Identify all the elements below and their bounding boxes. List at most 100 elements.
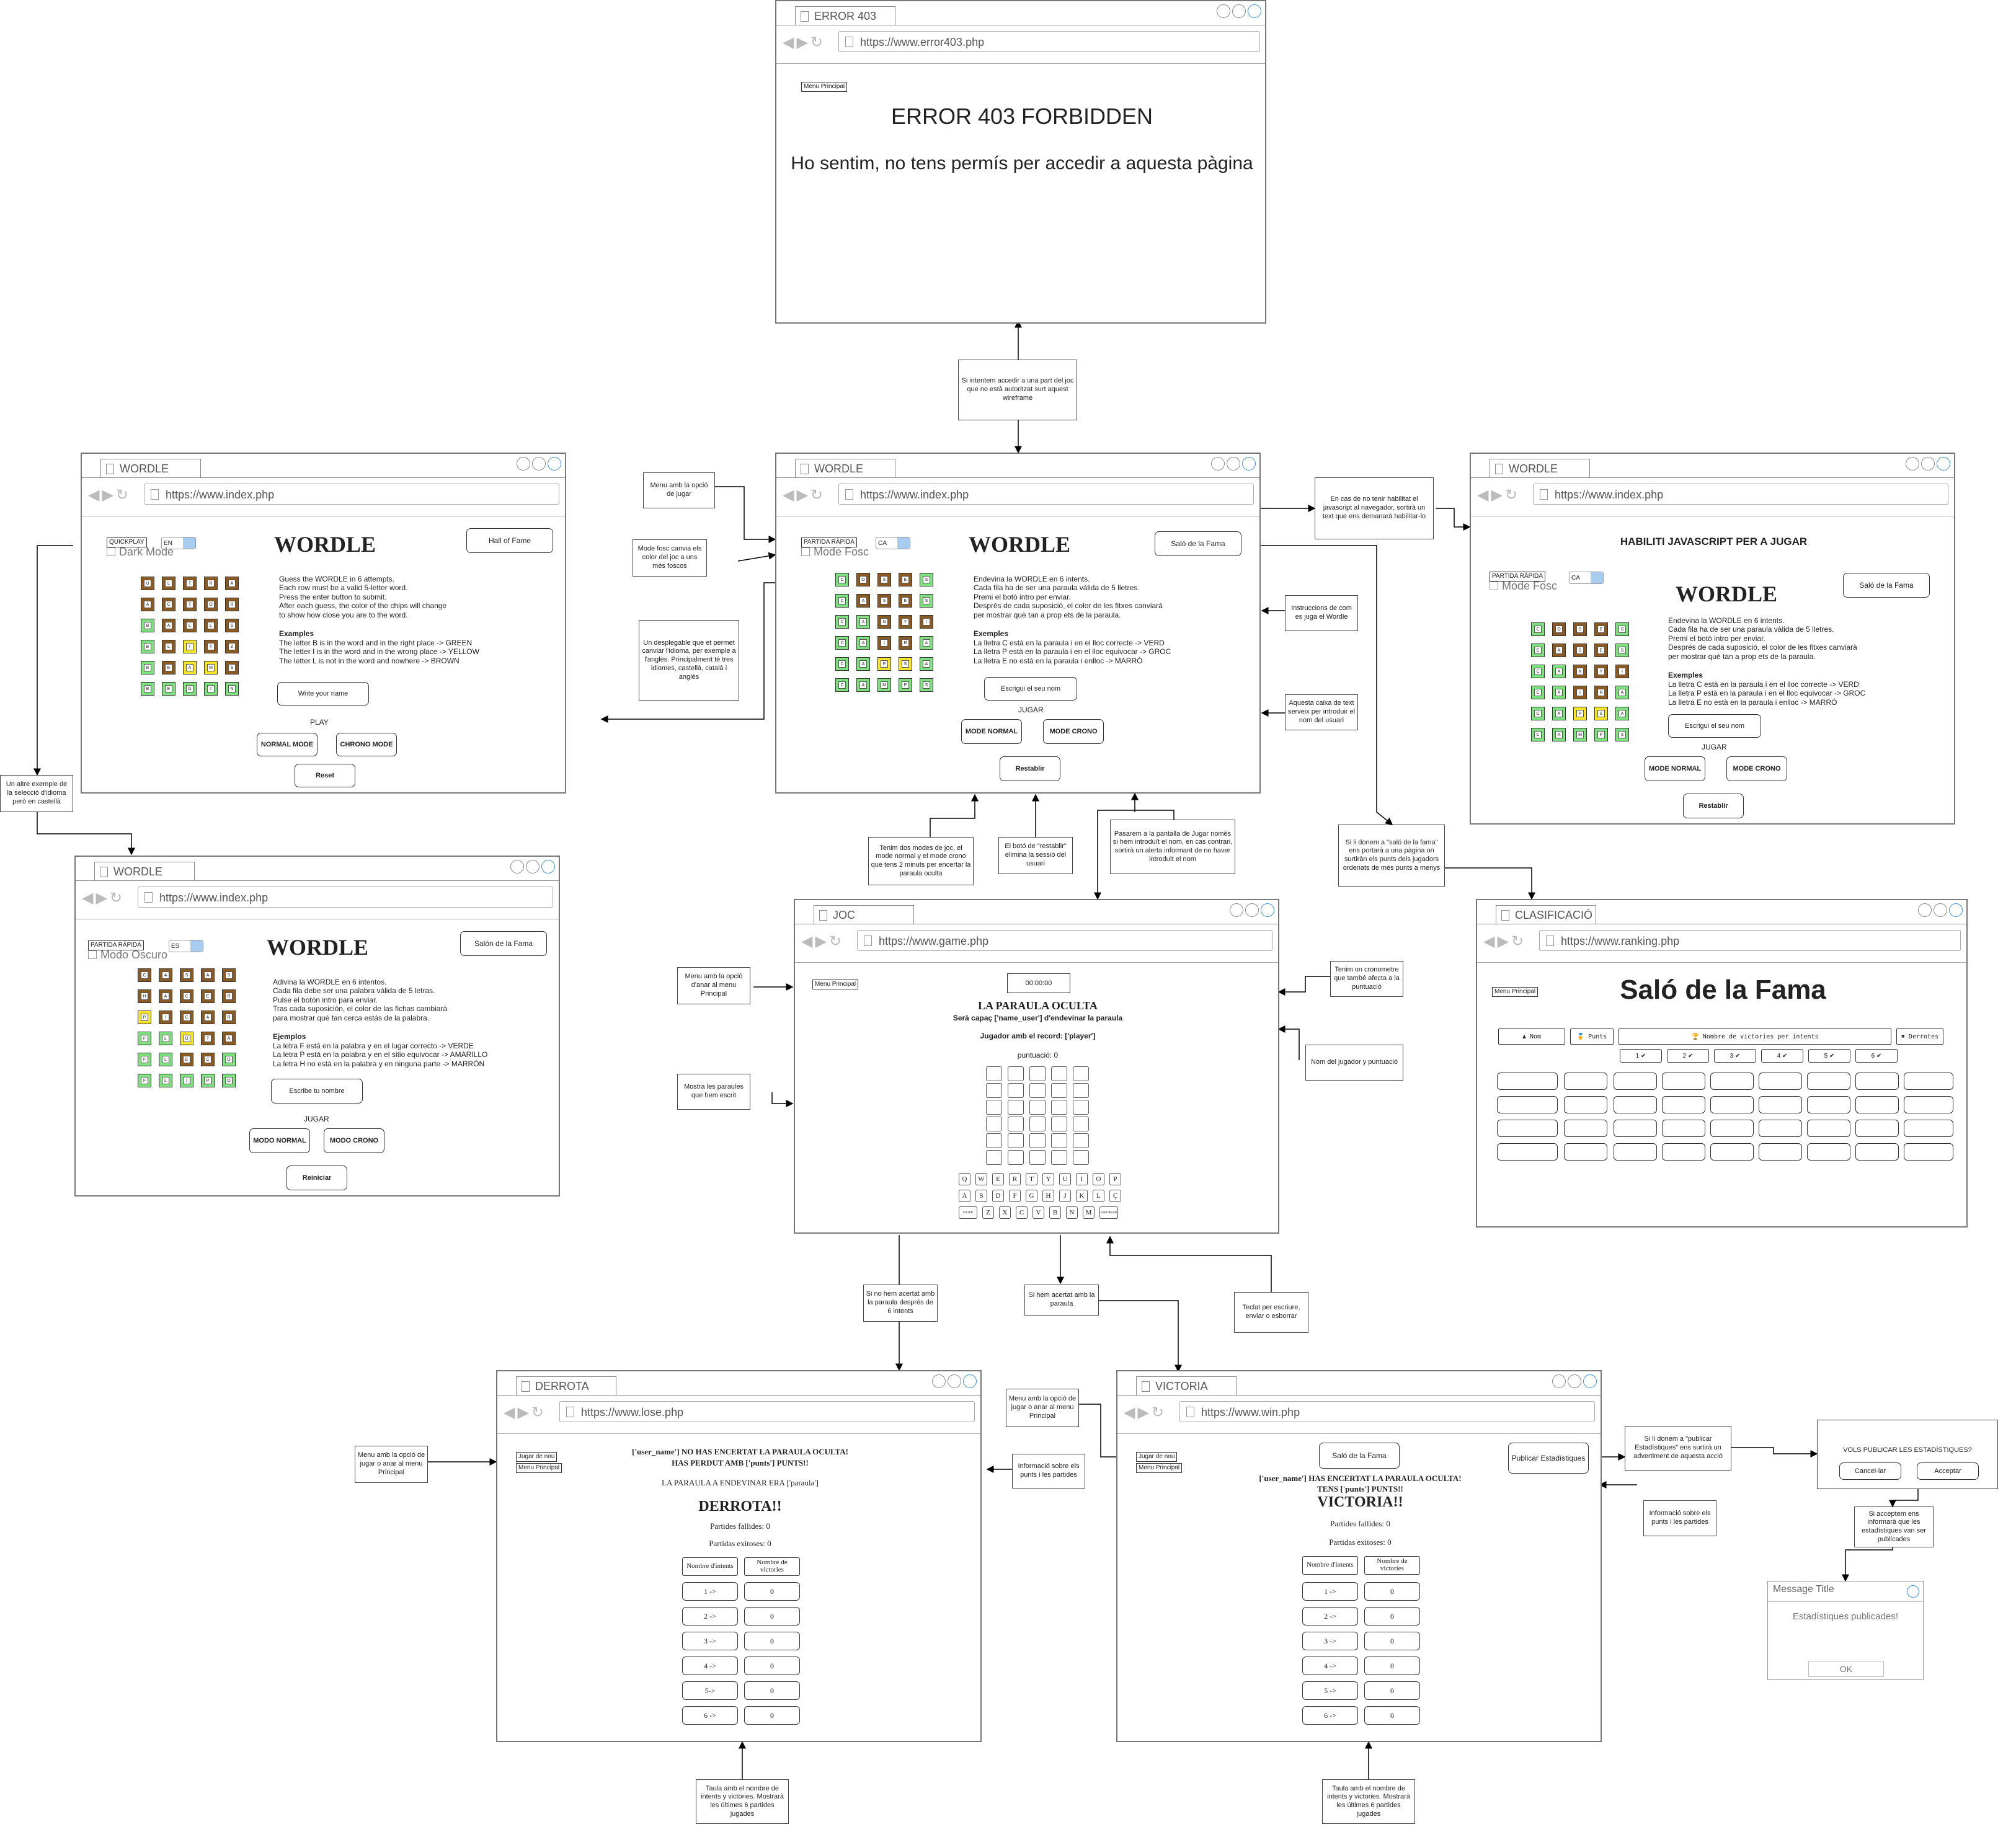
menu-principal-button[interactable]: Menu Principal [801, 82, 848, 92]
browser-tab[interactable]: ERROR 403 [795, 6, 895, 25]
address-bar[interactable]: https://www.ranking.php [1539, 930, 1961, 951]
menu-principal-button[interactable]: Menu Principal [1136, 1463, 1183, 1473]
key-l[interactable]: L [1093, 1190, 1104, 1202]
normal-mode-button[interactable]: MODE NORMAL [961, 719, 1022, 744]
attempt-header[interactable]: 1 ✔ [1620, 1049, 1662, 1063]
address-bar[interactable]: https://www.index.php [1533, 484, 1948, 505]
key-a[interactable]: A [959, 1190, 970, 1202]
address-bar[interactable]: https://www.index.php [144, 484, 559, 505]
chrono-mode-button[interactable]: CHRONO MODE [336, 733, 397, 756]
browser-tab[interactable]: CLASIFICACIÓ [1496, 905, 1596, 924]
nav-arrows-icon[interactable]: ◀▶↻ [783, 34, 826, 51]
nav-arrows-icon[interactable]: ◀▶↻ [88, 487, 131, 503]
key-t[interactable]: T [1026, 1173, 1037, 1185]
attempt-header[interactable]: 6 ✔ [1855, 1049, 1898, 1063]
nav-arrows-icon[interactable]: ◀▶↻ [1477, 487, 1521, 503]
key-i[interactable]: I [1076, 1173, 1088, 1185]
dark-mode-checkbox[interactable]: Mode Fosc [801, 546, 869, 559]
language-select[interactable]: ES [169, 940, 203, 952]
key-f[interactable]: F [1009, 1190, 1021, 1202]
key-d[interactable]: D [992, 1190, 1004, 1202]
key-x[interactable]: X [999, 1206, 1011, 1219]
key-esborrar[interactable]: ESBORRAR [1099, 1206, 1118, 1219]
key-u[interactable]: U [1059, 1173, 1071, 1185]
key-b[interactable]: B [1049, 1206, 1061, 1219]
points-column-header[interactable]: 🥇 Punts [1570, 1029, 1614, 1045]
key-n[interactable]: N [1066, 1206, 1078, 1219]
reset-button[interactable]: Reiniciar [286, 1166, 347, 1190]
key-v[interactable]: V [1032, 1206, 1044, 1219]
nav-arrows-icon[interactable]: ◀▶↻ [783, 487, 826, 503]
publish-stats-button[interactable]: Publicar Estadístiques [1508, 1443, 1589, 1474]
name-input[interactable]: Escrigui el seu nom [1668, 714, 1761, 738]
browser-tab[interactable]: DERROTA [516, 1376, 616, 1396]
key-r[interactable]: R [1009, 1173, 1021, 1185]
key-c[interactable]: C [1016, 1206, 1028, 1219]
address-bar[interactable]: https://www.error403.php [838, 31, 1260, 52]
reset-button[interactable]: Restablir [1683, 794, 1744, 818]
key-h[interactable]: H [1042, 1190, 1054, 1202]
play-again-button[interactable]: Jugar de nou [1136, 1452, 1178, 1462]
browser-tab[interactable]: WORDLE [1490, 459, 1590, 478]
nav-arrows-icon[interactable]: ◀▶↻ [801, 933, 845, 950]
key-q[interactable]: Q [959, 1173, 970, 1185]
reset-button[interactable]: Restablir [1000, 756, 1060, 781]
browser-tab[interactable]: WORDLE [100, 459, 201, 478]
play-again-button[interactable]: Jugar de nou [516, 1452, 557, 1462]
browser-tab[interactable]: VICTORIA [1136, 1376, 1237, 1396]
key-ç[interactable]: Ç [1109, 1190, 1121, 1202]
key-s[interactable]: S [975, 1190, 987, 1202]
name-input[interactable]: Escribe tu nombre [271, 1079, 363, 1104]
normal-mode-button[interactable]: MODO NORMAL [249, 1128, 310, 1153]
ok-button[interactable]: OK [1808, 1661, 1884, 1677]
normal-mode-button[interactable]: MODE NORMAL [1645, 756, 1705, 781]
key-w[interactable]: W [975, 1173, 987, 1185]
cancel-button[interactable]: Cancel·lar [1839, 1462, 1901, 1480]
language-select[interactable]: CA [876, 537, 910, 549]
nav-arrows-icon[interactable]: ◀▶↻ [1124, 1404, 1167, 1421]
hall-of-fame-button[interactable]: Saló de la Fama [1843, 573, 1930, 598]
victories-column-header[interactable]: 🏆 Nombre de victories per intents [1619, 1029, 1891, 1045]
key-z[interactable]: Z [982, 1206, 994, 1219]
key-e[interactable]: E [992, 1173, 1004, 1185]
browser-tab[interactable]: JOC [814, 905, 914, 924]
menu-principal-button[interactable]: Menu Principal [516, 1463, 562, 1473]
hall-of-fame-button[interactable]: Salón de la Fama [460, 931, 547, 956]
chrono-mode-button[interactable]: MODE CRONO [1043, 719, 1104, 744]
attempt-header[interactable]: 2 ✔ [1667, 1049, 1709, 1063]
hall-of-fame-button[interactable]: Saló de la Fama [1319, 1443, 1400, 1469]
name-input[interactable]: Write your name [277, 682, 369, 706]
defeats-column-header[interactable]: ✖ Derrotes [1896, 1029, 1943, 1045]
nav-arrows-icon[interactable]: ◀▶↻ [1483, 933, 1527, 950]
key-j[interactable]: J [1059, 1190, 1071, 1202]
menu-principal-button[interactable]: Menu Principal [1492, 987, 1539, 997]
hall-of-fame-button[interactable]: Saló de la Fama [1155, 531, 1241, 556]
browser-tab[interactable]: WORDLE [795, 459, 895, 478]
key-g[interactable]: G [1026, 1190, 1037, 1202]
dark-mode-checkbox[interactable]: Modo Oscuro [88, 949, 167, 962]
key-enter[interactable]: ENTER [959, 1206, 977, 1219]
nav-arrows-icon[interactable]: ◀▶↻ [82, 890, 125, 906]
browser-tab[interactable]: WORDLE [94, 862, 195, 881]
hall-of-fame-button[interactable]: Hall of Fame [466, 528, 553, 553]
reset-button[interactable]: Reset [295, 764, 355, 787]
key-m[interactable]: M [1083, 1206, 1095, 1219]
name-column-header[interactable]: ♟ Nom [1498, 1029, 1565, 1045]
dark-mode-checkbox[interactable]: Mode Fosc [1490, 580, 1557, 593]
address-bar[interactable]: https://www.game.php [857, 930, 1272, 951]
close-icon[interactable] [1907, 1585, 1919, 1598]
address-bar[interactable]: https://www.win.php [1179, 1401, 1595, 1422]
key-o[interactable]: O [1093, 1173, 1104, 1185]
key-p[interactable]: P [1109, 1173, 1121, 1185]
key-y[interactable]: Y [1042, 1173, 1054, 1185]
attempt-header[interactable]: 5 ✔ [1808, 1049, 1850, 1063]
normal-mode-button[interactable]: NORMAL MODE [257, 733, 317, 756]
attempt-header[interactable]: 3 ✔ [1714, 1049, 1756, 1063]
name-input[interactable]: Escrigui el seu nom [984, 677, 1077, 701]
key-k[interactable]: K [1076, 1190, 1088, 1202]
chrono-mode-button[interactable]: MODE CRONO [1726, 756, 1787, 781]
chrono-mode-button[interactable]: MODO CRONO [324, 1128, 384, 1153]
address-bar[interactable]: https://www.index.php [138, 887, 553, 908]
accept-button[interactable]: Acceptar [1917, 1462, 1979, 1480]
language-select[interactable]: CA [1569, 572, 1604, 584]
